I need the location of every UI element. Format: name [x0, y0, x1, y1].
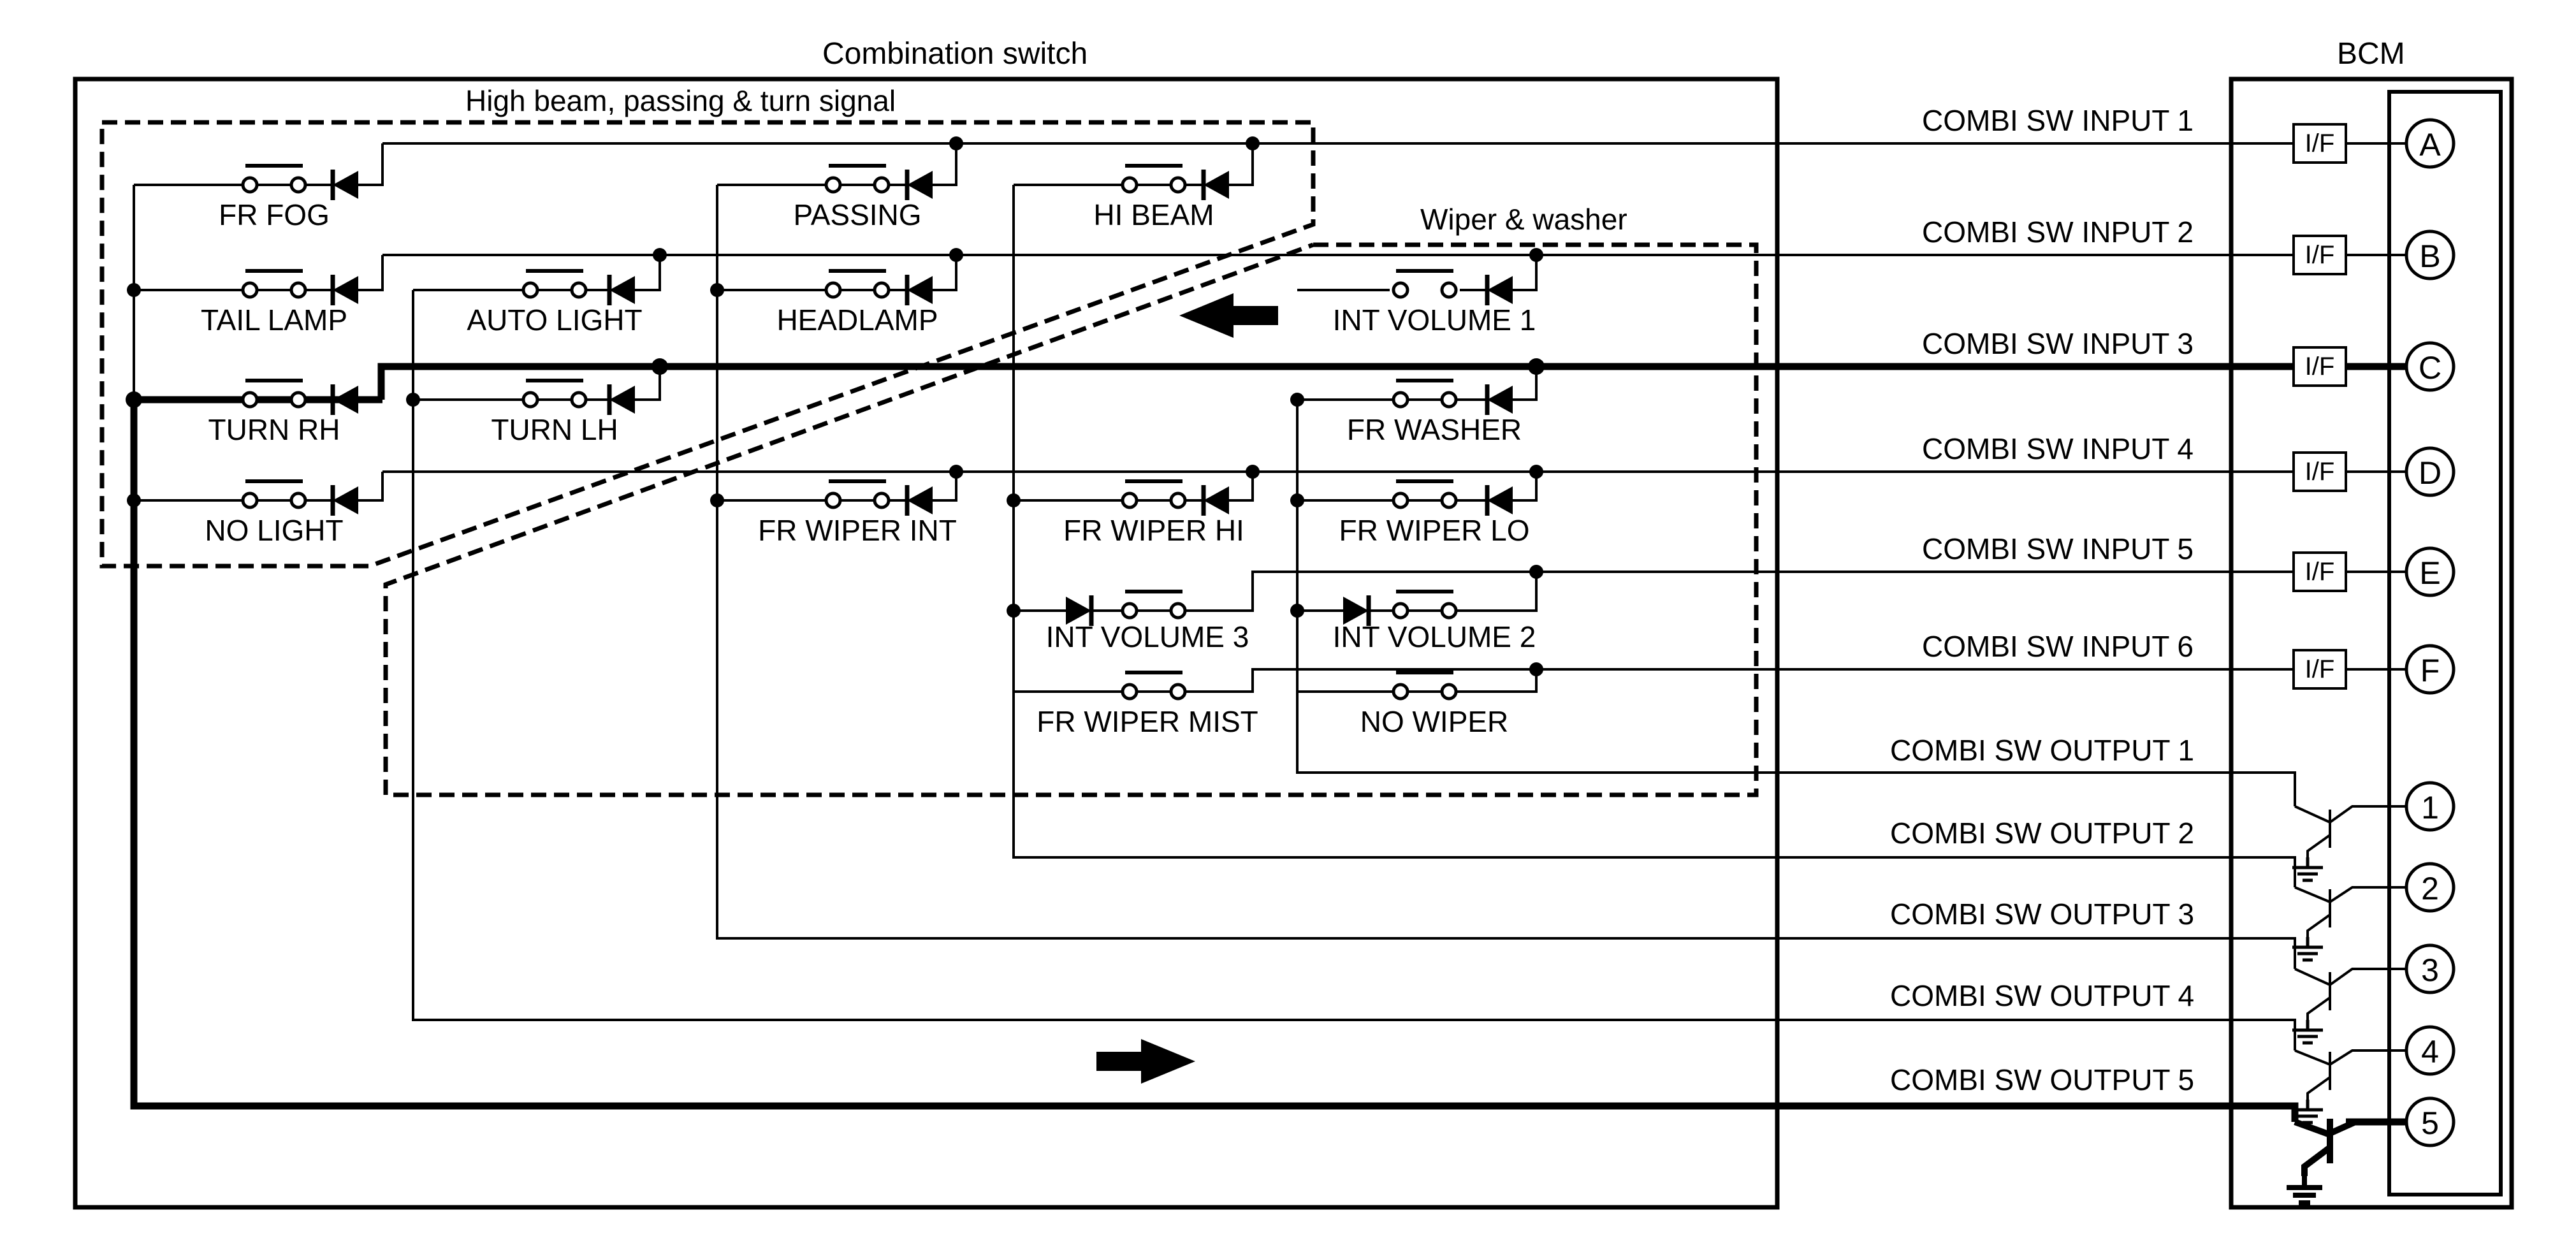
- fr-wiper-mist-switch-symbol: [1123, 673, 1185, 699]
- int-volume-3-label: INT VOLUME 3: [1046, 620, 1249, 653]
- no-light-diode-icon: [333, 485, 358, 516]
- auto-light-switch-symbol: [523, 271, 586, 297]
- passing-diode-icon: [907, 170, 933, 200]
- pin-a-label: A: [2419, 127, 2441, 163]
- pin-5-label: 5: [2421, 1105, 2439, 1141]
- pin-4-label: 4: [2421, 1034, 2439, 1070]
- auto-light-diode-icon: [609, 275, 635, 305]
- tail-lamp-label: TAIL LAMP: [201, 303, 347, 337]
- fr-washer-label: FR WASHER: [1347, 413, 1522, 446]
- fr-fog-label: FR FOG: [219, 198, 330, 231]
- pin-e-label: E: [2419, 555, 2440, 591]
- int-volume-2-label: INT VOLUME 2: [1333, 620, 1536, 653]
- auto-light-label: AUTO LIGHT: [467, 303, 642, 337]
- input-5-label: COMBI SW INPUT 5: [1922, 532, 2194, 565]
- output-1-label: COMBI SW OUTPUT 1: [1890, 734, 2194, 767]
- input-3-label: COMBI SW INPUT 3: [1922, 327, 2194, 360]
- bcm-frame: [2229, 76, 2514, 1210]
- int-volume-1-label: INT VOLUME 1: [1333, 303, 1536, 337]
- turn-lh-diode-icon: [609, 384, 635, 415]
- passing-switch-symbol: [826, 166, 889, 192]
- combination-switch-frame: [73, 76, 1780, 1210]
- turn-rh-label: TURN RH: [208, 413, 340, 446]
- fr-wiper-hi-diode-icon: [1204, 485, 1229, 516]
- headlamp-label: HEADLAMP: [776, 303, 938, 337]
- pin-1-label: 1: [2421, 790, 2439, 825]
- ground-1-icon: [2292, 857, 2323, 880]
- bcm-title: BCM: [2337, 37, 2405, 71]
- int-volume-1-switch-symbol: [1394, 271, 1456, 297]
- ground-3-icon: [2292, 1020, 2323, 1043]
- input-1-label: COMBI SW INPUT 1: [1922, 104, 2194, 137]
- no-light-switch-symbol: [243, 481, 305, 507]
- combination-switch-title: Combination switch: [822, 37, 1088, 71]
- output-3-label: COMBI SW OUTPUT 3: [1890, 898, 2194, 931]
- interface-boxes: [2292, 123, 2347, 690]
- hi-beam-diode-icon: [1204, 170, 1229, 200]
- int-volume-2-switch-symbol: [1394, 592, 1456, 618]
- fr-wiper-int-switch-symbol: [826, 481, 889, 507]
- turn-lh-switch-symbol: [523, 381, 586, 407]
- headlamp-diode-icon: [907, 275, 933, 305]
- ground-2-icon: [2292, 937, 2323, 960]
- interface-c-label: I/F: [2305, 353, 2335, 381]
- pin-2-label: 2: [2421, 871, 2439, 906]
- fr-wiper-lo-label: FR WIPER LO: [1339, 514, 1529, 547]
- fr-wiper-lo-diode-icon: [1487, 485, 1513, 516]
- interface-f-label: I/F: [2305, 655, 2335, 683]
- input-2-label: COMBI SW INPUT 2: [1922, 215, 2194, 249]
- int-volume-1-return-wire: [1460, 255, 1538, 291]
- interface-a-label: I/F: [2305, 129, 2335, 157]
- input-4-label: COMBI SW INPUT 4: [1922, 432, 2194, 465]
- passing-label: PASSING: [793, 198, 921, 231]
- output-transistors: [2294, 805, 2406, 1100]
- interface-d-label: I/F: [2305, 458, 2335, 486]
- headlamp-switch-symbol: [826, 271, 889, 297]
- fr-fog-switch-symbol: [243, 166, 305, 192]
- output-5-label: COMBI SW OUTPUT 5: [1890, 1063, 2194, 1096]
- fr-wiper-hi-switch-symbol: [1123, 481, 1185, 507]
- fr-wiper-mist-label: FR WIPER MIST: [1037, 705, 1258, 738]
- no-wiper-label: NO WIPER: [1360, 705, 1509, 738]
- fr-wiper-int-label: FR WIPER INT: [758, 514, 957, 547]
- high-beam-group-title: High beam, passing & turn signal: [465, 84, 896, 117]
- fr-wiper-lo-switch-symbol: [1394, 481, 1456, 507]
- bcm-pin-circles: [2405, 118, 2456, 1147]
- pin-3-label: 3: [2421, 952, 2439, 988]
- fr-wiper-int-diode-icon: [907, 485, 933, 516]
- pin-c-label: C: [2419, 350, 2441, 386]
- output-5-transistor-highlighted: [2294, 1119, 2357, 1176]
- junction-dots: [126, 136, 1545, 676]
- wiring: [133, 142, 2406, 1051]
- tail-lamp-diode-icon: [333, 275, 358, 305]
- turn-lh-label: TURN LH: [491, 413, 618, 446]
- pin-d-label: D: [2419, 455, 2441, 491]
- int-volume-3-switch-symbol: [1123, 592, 1185, 618]
- current-flow-arrow-left-icon: [1179, 293, 1278, 338]
- bcm-connector-block: [2387, 90, 2503, 1196]
- wiper-group-border: [383, 242, 1759, 797]
- fr-wiper-hi-label: FR WIPER HI: [1063, 514, 1244, 547]
- hi-beam-switch-symbol: [1123, 166, 1185, 192]
- no-wiper-switch-symbol: [1394, 673, 1456, 699]
- tail-lamp-switch-symbol: [243, 271, 305, 297]
- high-beam-group-border: [99, 120, 1316, 569]
- input-6-label: COMBI SW INPUT 6: [1922, 630, 2194, 663]
- output-2-label: COMBI SW OUTPUT 2: [1890, 817, 2194, 850]
- current-flow-arrow-right-icon: [1096, 1039, 1195, 1084]
- pin-b-label: B: [2419, 238, 2440, 274]
- pin-f-label: F: [2420, 653, 2440, 688]
- fr-washer-switch-symbol: [1394, 381, 1456, 407]
- hi-beam-label: HI BEAM: [1093, 198, 1214, 231]
- wiper-group-title: Wiper & washer: [1420, 203, 1627, 236]
- output-4-label: COMBI SW OUTPUT 4: [1890, 979, 2194, 1012]
- fr-washer-diode-icon: [1487, 384, 1513, 415]
- no-light-label: NO LIGHT: [205, 514, 343, 547]
- interface-b-label: I/F: [2305, 241, 2335, 269]
- turn-rh-diode-icon: [333, 384, 358, 415]
- ground-5-icon: [2287, 1176, 2322, 1203]
- fr-fog-diode-icon: [333, 170, 358, 200]
- interface-e-label: I/F: [2305, 558, 2335, 586]
